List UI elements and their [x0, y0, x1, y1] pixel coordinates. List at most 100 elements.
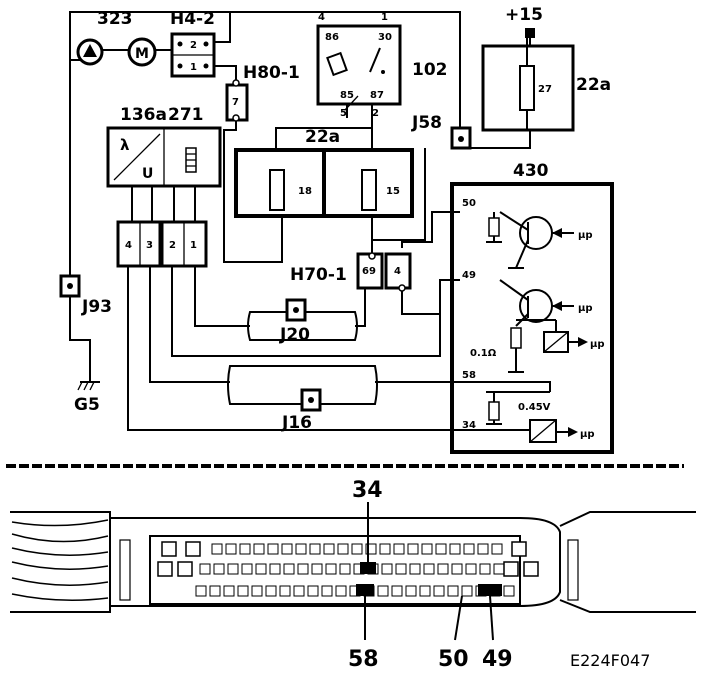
connector-j93-label: J93	[81, 297, 112, 317]
callout-34: 34	[352, 478, 383, 503]
ecu-mu-label-4: μp	[580, 429, 595, 440]
connector-pin	[307, 585, 319, 597]
connector-pin	[225, 543, 237, 555]
svg-text:λ: λ	[120, 136, 130, 154]
ecu-mu-label-2: μp	[578, 303, 593, 314]
fuse-15-label: 15	[386, 186, 400, 197]
connector-pin	[395, 563, 407, 575]
relay-h4-pin-1: 1	[190, 62, 197, 73]
fuse-box-top-label: 22a	[576, 75, 611, 95]
connector-pin	[419, 585, 431, 597]
connector-pin	[377, 585, 389, 597]
connector-pin	[433, 585, 445, 597]
h70-pin-4: 4	[394, 266, 401, 277]
sensor-pin-3: 3	[146, 240, 153, 251]
connector-pin	[391, 585, 403, 597]
connector-pin	[209, 585, 221, 597]
connector-h80-label: H80-1	[243, 63, 300, 83]
connector-pin	[421, 543, 433, 555]
heater-271-label: 271	[168, 105, 204, 125]
lambda-sensor-label: 136a	[120, 105, 167, 125]
connector-pin	[199, 563, 211, 575]
connector-pin	[405, 585, 417, 597]
connector-j58-label: J58	[411, 113, 442, 133]
connector-pin	[309, 543, 321, 555]
connector-pin	[253, 543, 265, 555]
relay-pin-30: 30	[378, 32, 392, 43]
connector-pin	[251, 585, 263, 597]
connector-j93	[59, 274, 81, 298]
ecu-pin-34: 34	[462, 420, 476, 431]
connector-pin	[449, 543, 461, 555]
connector-pin	[255, 563, 267, 575]
sensor-pin-2: 2	[169, 240, 176, 251]
connector-pin	[265, 585, 277, 597]
fuse-18-label: 18	[298, 186, 312, 197]
connector-pin	[269, 563, 281, 575]
svg-text:U: U	[142, 166, 153, 182]
sensor-connector	[116, 220, 208, 268]
connector-j20-label: J20	[279, 325, 310, 345]
connector-pin	[337, 543, 349, 555]
connector-pin	[237, 585, 249, 597]
connector-h80-block	[225, 79, 249, 122]
connector-j16-label: J16	[281, 413, 312, 433]
connector-pin	[435, 543, 447, 555]
connector-pin	[281, 543, 293, 555]
ground-label: G5	[74, 395, 100, 415]
ecu-pin-50: 50	[462, 198, 476, 209]
connector-pin	[423, 563, 435, 575]
connector-pin	[493, 563, 505, 575]
connector-pin	[461, 585, 473, 597]
connector-pin	[381, 563, 393, 575]
connector-pin	[503, 585, 515, 597]
supply-terminal	[525, 28, 535, 38]
connector-pin	[241, 563, 253, 575]
connector-pin	[279, 585, 291, 597]
connector-pin	[311, 563, 323, 575]
connector-j16	[227, 365, 378, 412]
ecu-resistor-value: 0.1Ω	[470, 348, 497, 359]
connector-pin	[223, 585, 235, 597]
sensor-pin-1: 1	[190, 240, 197, 251]
ecu-connector-drawing	[10, 502, 696, 641]
ecu-block	[450, 182, 614, 454]
fuse-box-top	[481, 38, 575, 132]
relay-pin-86: 86	[325, 32, 339, 43]
connector-h80-pin: 7	[232, 97, 239, 108]
connector-pin	[283, 563, 295, 575]
main-relay-block	[316, 24, 402, 111]
lambda-sensor-block: λ U	[106, 126, 222, 188]
ecu-pin-49: 49	[462, 270, 476, 281]
svg-text:M: M	[135, 46, 149, 62]
relay-pin-87: 87	[370, 90, 384, 101]
connector-pin	[293, 585, 305, 597]
connector-pin	[295, 543, 307, 555]
fuel-pump-symbol: M	[76, 37, 157, 67]
connector-pin	[379, 543, 391, 555]
relay-pin-85: 85	[340, 90, 354, 101]
relay-h4-block	[170, 32, 216, 78]
relay-pin-5: 5	[340, 108, 347, 119]
relay-pin-2: 2	[372, 108, 379, 119]
connector-pin	[227, 563, 239, 575]
ecu-pin-58: 58	[462, 370, 476, 381]
connector-pin	[465, 563, 477, 575]
connector-pin	[437, 563, 449, 575]
ecu-mu-label-3: μp	[590, 339, 605, 350]
fuel-pump-label: 323	[97, 9, 133, 29]
connector-pin	[213, 563, 225, 575]
connector-pin	[325, 563, 337, 575]
fuse-27-label: 27	[538, 84, 552, 95]
connector-pin	[339, 563, 351, 575]
connector-pin	[365, 543, 377, 555]
connector-pin	[351, 543, 363, 555]
connector-pin	[211, 543, 223, 555]
h70-pin-69: 69	[362, 266, 376, 277]
callout-50: 50	[438, 647, 469, 672]
relay-h4-label: H4-2	[170, 9, 215, 29]
connector-pin	[195, 585, 207, 597]
connector-pin	[267, 543, 279, 555]
relay-h4-pin-2: 2	[190, 40, 197, 51]
connector-j20	[247, 298, 358, 341]
